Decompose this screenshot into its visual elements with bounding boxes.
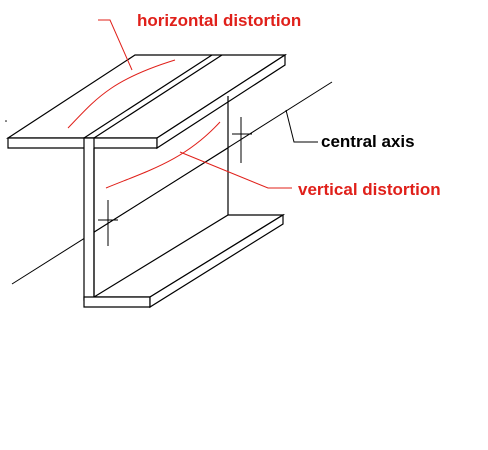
vertical-leader-line <box>179 151 292 189</box>
horizontal-distortion-curve <box>67 59 176 129</box>
bottom-flange <box>83 213 286 309</box>
web <box>83 96 229 301</box>
axis-leader-line <box>285 109 318 143</box>
top-flange-side-face <box>156 53 286 150</box>
central-axis-through-web <box>93 147 229 233</box>
horizontal-distortion-label: horizontal distortion <box>137 11 301 30</box>
vertical-distortion-curve <box>105 121 221 189</box>
bottom-flange-top-face <box>91 214 286 298</box>
vertical-distortion-label: vertical distortion <box>298 180 441 199</box>
bottom-flange-front-face <box>83 296 151 308</box>
axis-cross-markers <box>98 117 252 246</box>
bottom-flange-side-face <box>149 213 284 309</box>
top-flange-front-face <box>7 137 158 149</box>
central-axis-label: central axis <box>321 132 415 151</box>
stray-dot <box>5 120 7 122</box>
top-flange <box>5 53 288 150</box>
horizontal-leader-line <box>98 19 133 71</box>
web-joint-line-1 <box>83 54 213 139</box>
web-front-edge <box>83 137 95 301</box>
web-joint-line-2 <box>93 54 223 139</box>
top-flange-top-face <box>5 54 288 139</box>
